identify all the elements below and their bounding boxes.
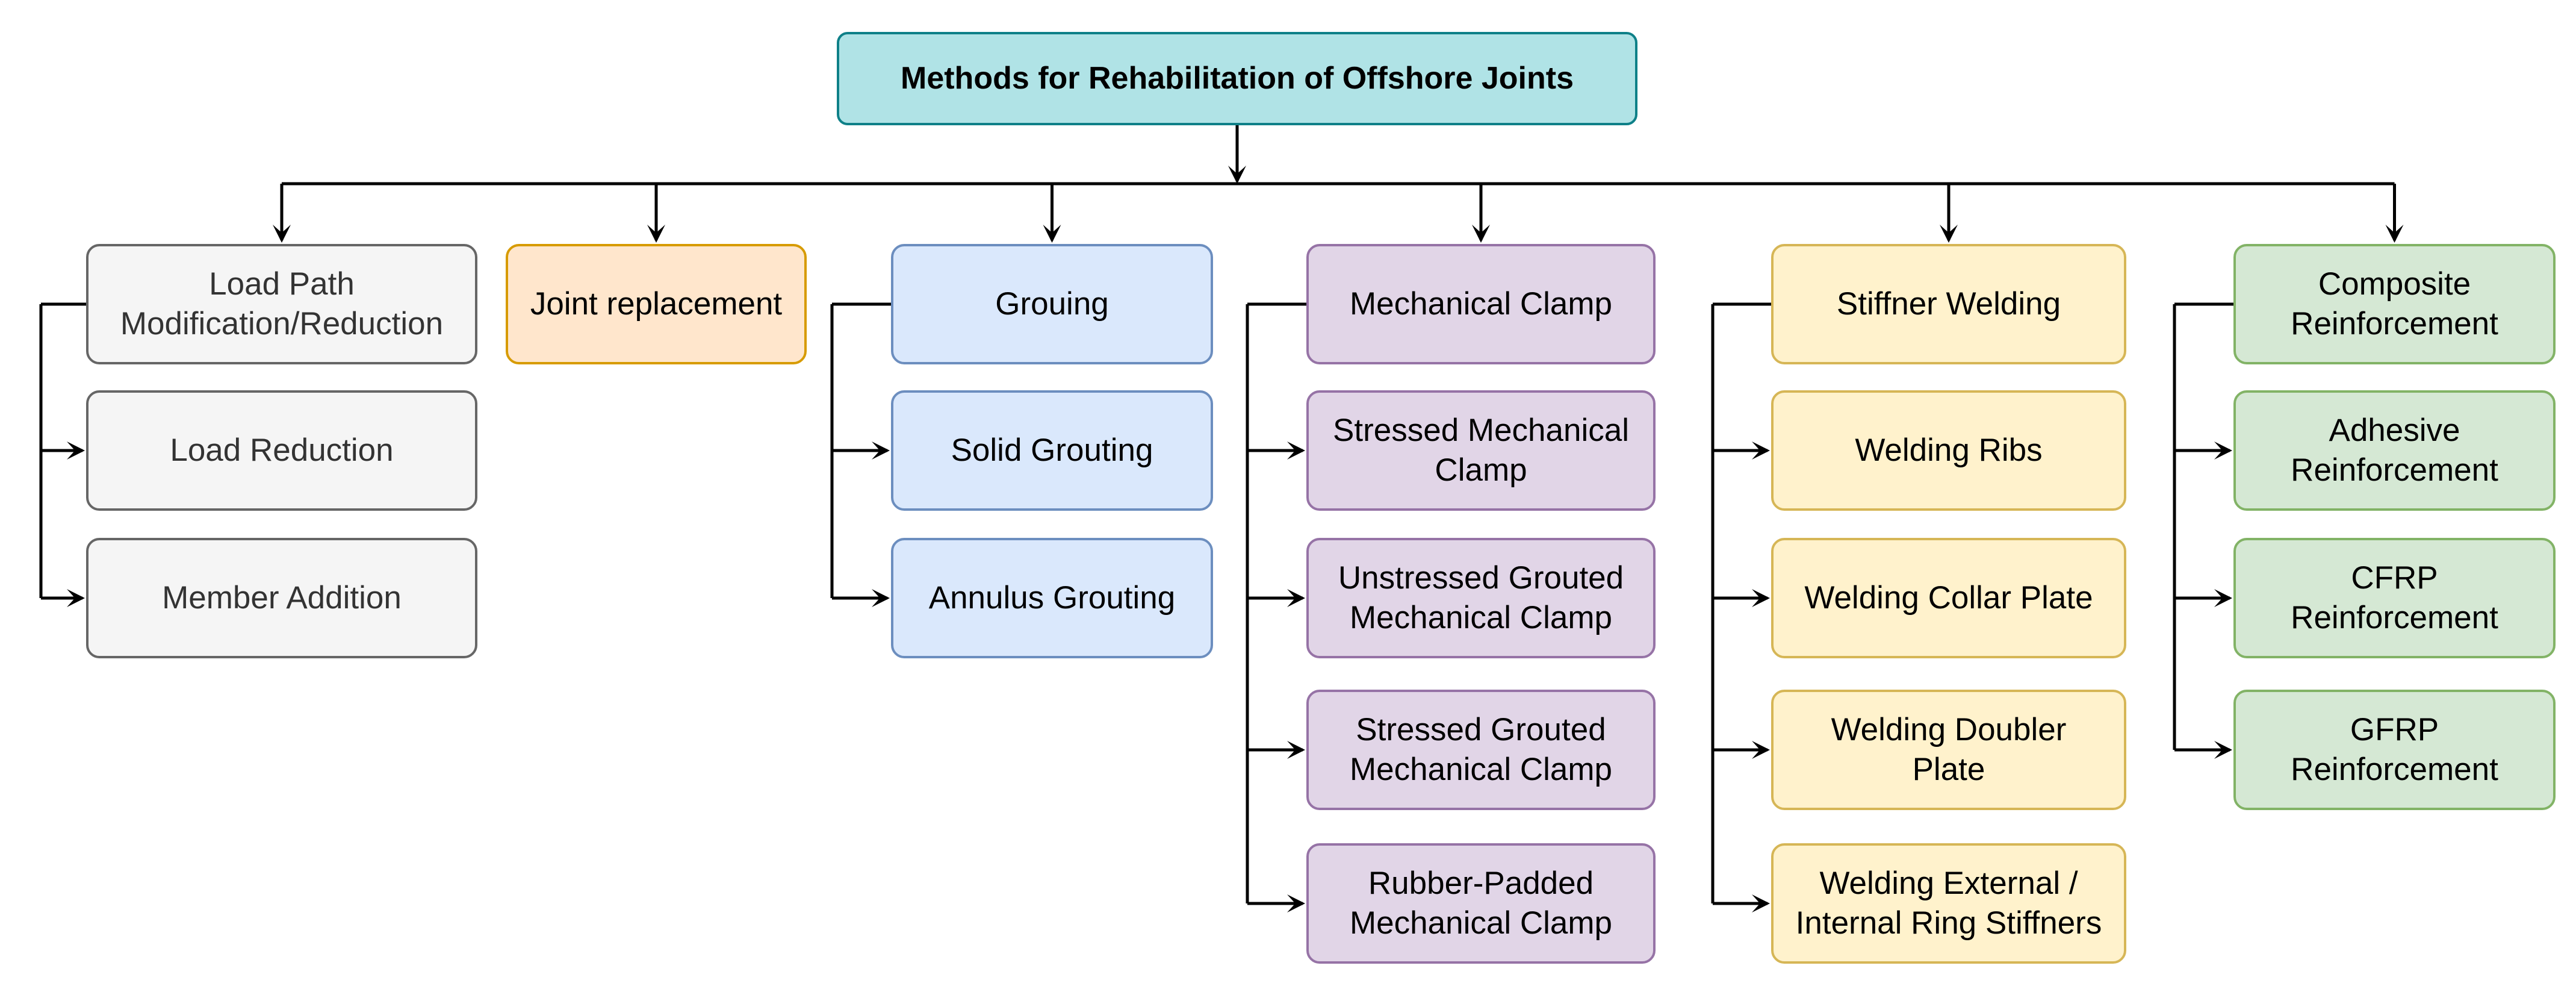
group-5-child-0-arrowhead: [2214, 441, 2232, 460]
group-2-drop-arrowhead: [1043, 225, 1061, 243]
group-0-head: Load Path Modification/Reduction: [86, 244, 477, 364]
group-5-child-0: Adhesive Reinforcement: [2233, 390, 2556, 511]
group-3-child-2-arrowhead: [1287, 741, 1305, 759]
group-5-child-2-arrowhead: [2214, 741, 2232, 759]
group-0-child-0: Load Reduction: [86, 390, 477, 511]
group-4-child-3-arrowhead: [1752, 894, 1770, 912]
group-2-child-1: Annulus Grouting: [891, 538, 1213, 658]
group-3-head: Mechanical Clamp: [1306, 244, 1656, 364]
group-3-child-3-arrowhead: [1287, 894, 1305, 912]
group-1-drop-arrowhead: [647, 225, 665, 243]
group-3-child-0: Stressed Mechanical Clamp: [1306, 390, 1656, 511]
group-2-head: Grouing: [891, 244, 1213, 364]
group-4-head: Stiffner Welding: [1771, 244, 2126, 364]
group-5-drop-arrowhead: [2385, 225, 2404, 243]
root-node: Methods for Rehabilitation of Offshore J…: [837, 32, 1637, 125]
group-0-drop-arrowhead: [273, 225, 291, 243]
group-4-child-0: Welding Ribs: [1771, 390, 2126, 511]
group-3-child-0-arrowhead: [1287, 441, 1305, 460]
group-0-child-1: Member Addition: [86, 538, 477, 658]
group-5-child-2: GFRP Reinforcement: [2233, 690, 2556, 810]
group-4-child-2-arrowhead: [1752, 741, 1770, 759]
group-3-drop-arrowhead: [1472, 225, 1490, 243]
group-4-child-1-arrowhead: [1752, 589, 1770, 607]
group-3-child-3: Rubber-Padded Mechanical Clamp: [1306, 843, 1656, 964]
group-0-child-0-arrowhead: [67, 441, 85, 460]
group-4-child-0-arrowhead: [1752, 441, 1770, 460]
group-4-child-2: Welding Doubler Plate: [1771, 690, 2126, 810]
group-3-child-2: Stressed Grouted Mechanical Clamp: [1306, 690, 1656, 810]
group-5-head: Composite Reinforcement: [2233, 244, 2556, 364]
group-4-child-3: Welding External / Internal Ring Stiffne…: [1771, 843, 2126, 964]
group-2-child-0: Solid Grouting: [891, 390, 1213, 511]
group-4-child-1: Welding Collar Plate: [1771, 538, 2126, 658]
group-1-head: Joint replacement: [506, 244, 807, 364]
group-2-child-0-arrowhead: [872, 441, 890, 460]
group-5-child-1: CFRP Reinforcement: [2233, 538, 2556, 658]
group-0-child-1-arrowhead: [67, 589, 85, 607]
group-3-child-1-arrowhead: [1287, 589, 1305, 607]
group-3-child-1: Unstressed Grouted Mechanical Clamp: [1306, 538, 1656, 658]
group-5-child-1-arrowhead: [2214, 589, 2232, 607]
group-2-child-1-arrowhead: [872, 589, 890, 607]
root-arrowhead: [1228, 166, 1246, 184]
group-4-drop-arrowhead: [1940, 225, 1958, 243]
